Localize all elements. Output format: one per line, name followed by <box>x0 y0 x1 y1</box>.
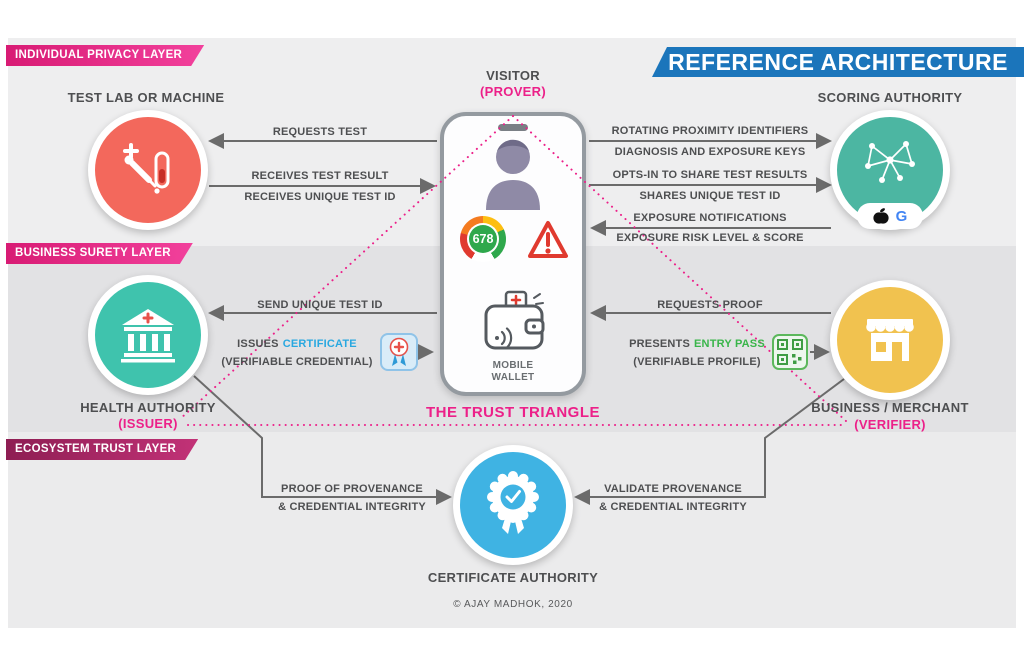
edge-validate-provenance-label-2: & CREDENTIAL INTEGRITY <box>599 501 747 513</box>
certificate-authority-label: CERTIFICATE AUTHORITY <box>427 570 599 585</box>
edge-validate-provenance-label-1: VALIDATE PROVENANCE <box>604 483 742 495</box>
edge-verifiable-credential-label: (VERIFIABLE CREDENTIAL) <box>221 356 373 368</box>
score-value: 678 <box>469 225 497 253</box>
ecosystem-trust-layer-banner: ECOSYSTEM TRUST LAYER <box>6 439 198 460</box>
business-merchant-node <box>830 280 950 400</box>
google-g-icon: G <box>895 207 908 225</box>
entry-pass-highlight: ENTRY PASS <box>694 338 765 350</box>
scoring-authority-node: G <box>830 110 950 230</box>
bank-building-cross-icon <box>121 309 175 363</box>
scoring-authority-label: SCORING AUTHORITY <box>817 90 963 105</box>
edge-receives-id-label: RECEIVES UNIQUE TEST ID <box>244 191 396 203</box>
certificate-authority-node <box>453 445 573 565</box>
mobile-wallet-label-line2: WALLET <box>491 372 535 383</box>
edge-proof-provenance-label-2: & CREDENTIAL INTEGRITY <box>278 501 426 513</box>
edge-exposure-notifications-label: EXPOSURE NOTIFICATIONS <box>633 212 787 224</box>
edge-send-test-id-label: SEND UNIQUE TEST ID <box>257 299 383 311</box>
verifier-role-label: (VERIFIER) <box>854 417 926 432</box>
qr-code-icon <box>772 334 808 370</box>
person-avatar-icon <box>486 139 540 210</box>
test-lab-node <box>88 110 208 230</box>
apple-logo-icon <box>873 208 889 224</box>
edge-rotating-ids-label: ROTATING PROXIMITY IDENTIFIERS <box>611 125 809 137</box>
merchant-label: BUSINESS / MERCHANT <box>811 400 969 415</box>
edge-requests-test-label: REQUESTS TEST <box>272 126 368 138</box>
mobile-wallet-label-line1: MOBILE <box>492 360 534 371</box>
health-authority-node <box>88 275 208 395</box>
page-title: REFERENCE ARCHITECTURE <box>652 47 1024 77</box>
wallet-icon <box>484 290 545 350</box>
certificate-badge-icon <box>380 333 418 371</box>
edge-opts-in-label: OPTS-IN TO SHARE TEST RESULTS <box>612 169 808 181</box>
scoring-platform-logos: G <box>857 203 923 229</box>
edge-verifiable-profile-label: (VERIFIABLE PROFILE) <box>633 356 761 368</box>
rosette-check-icon <box>487 471 539 534</box>
score-gauge-icon: 678 <box>460 216 506 262</box>
certificate-highlight: CERTIFICATE <box>282 338 357 350</box>
test-tube-dropper-icon <box>123 143 170 194</box>
copyright-label: © AJAY MADHOK, 2020 <box>453 599 573 610</box>
warning-triangle-icon <box>528 221 568 258</box>
business-surety-layer-banner: BUSINESS SURETY LAYER <box>6 243 193 264</box>
storefront-icon <box>866 319 914 361</box>
edge-proof-provenance-label-1: PROOF OF PROVENANCE <box>281 483 423 495</box>
health-authority-label: HEALTH AUTHORITY <box>80 400 216 415</box>
issues-prefix: ISSUES <box>237 338 279 350</box>
individual-privacy-layer-banner: INDIVIDUAL PRIVACY LAYER <box>6 45 204 66</box>
trust-triangle-label: THE TRUST TRIANGLE <box>426 404 600 421</box>
edge-receives-result-label: RECEIVES TEST RESULT <box>251 170 389 182</box>
presents-prefix: PRESENTS <box>629 338 691 350</box>
edge-requests-proof-label: REQUESTS PROOF <box>657 299 763 311</box>
visitor-label: VISITOR <box>486 68 540 83</box>
edge-shares-id-label: SHARES UNIQUE TEST ID <box>639 190 781 202</box>
edge-diagnosis-keys-label: DIAGNOSIS AND EXPOSURE KEYS <box>614 146 806 158</box>
issuer-role-label: (ISSUER) <box>118 416 178 431</box>
visitor-phone: 678 MOBILE WALLET <box>440 112 586 396</box>
test-lab-label: TEST LAB OR MACHINE <box>67 90 225 105</box>
mobile-wallet-label: MOBILE WALLET <box>492 360 535 384</box>
edge-exposure-risk-label: EXPOSURE RISK LEVEL & SCORE <box>616 232 804 244</box>
phone-notch <box>498 124 528 131</box>
prover-role-label: (PROVER) <box>480 84 546 99</box>
network-graph-icon <box>865 141 915 183</box>
